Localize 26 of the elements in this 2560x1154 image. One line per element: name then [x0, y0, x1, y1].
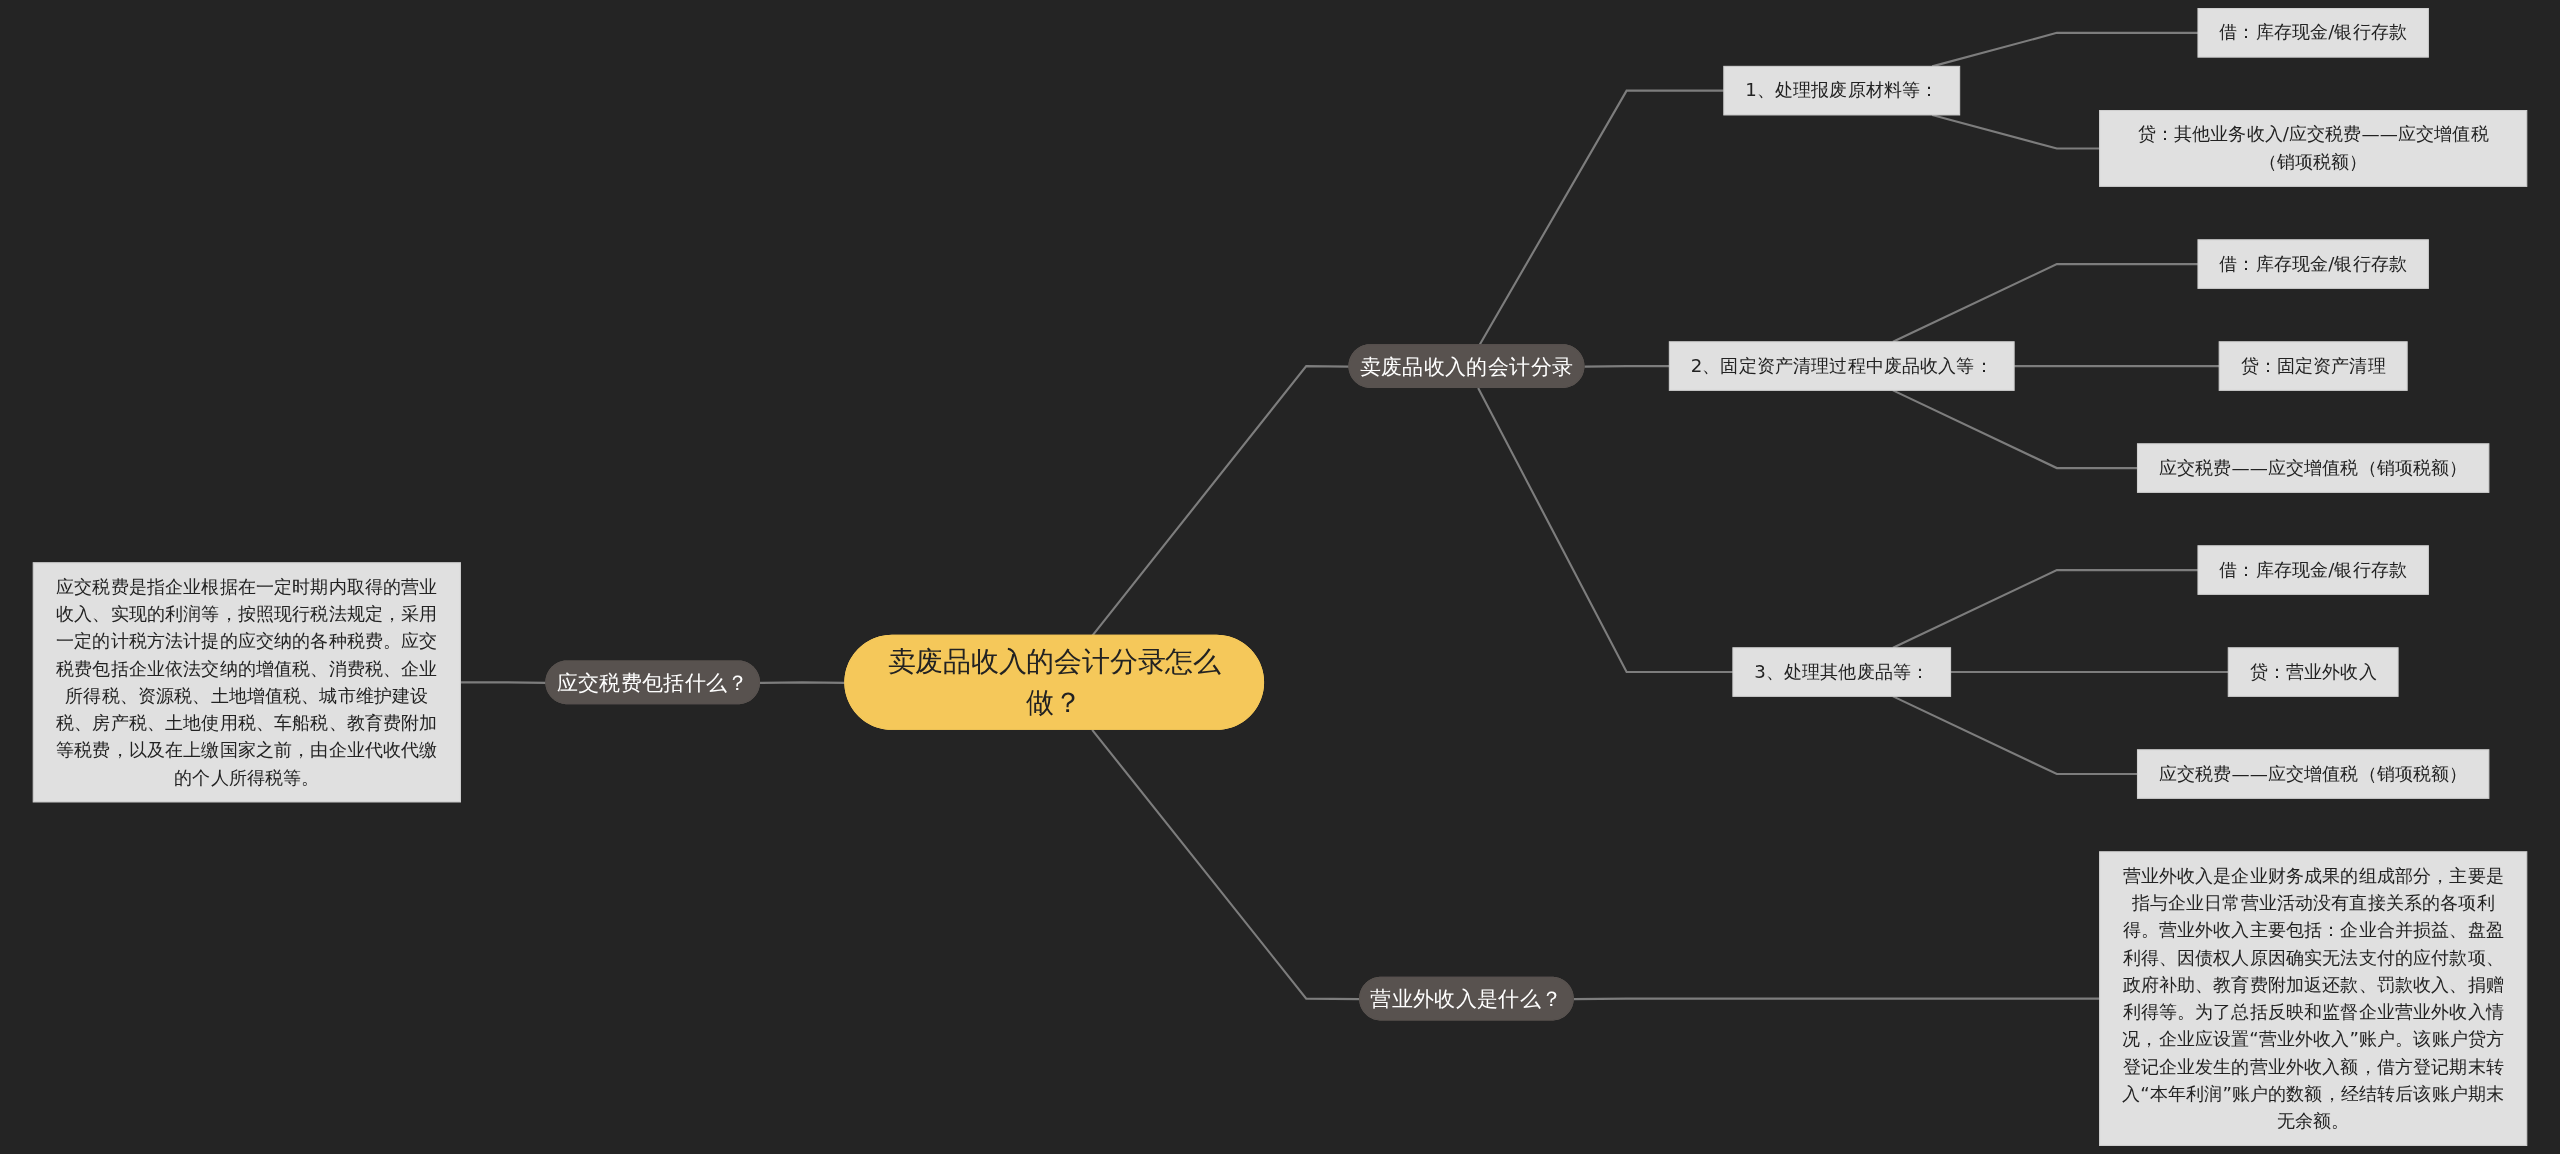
connector [1477, 387, 1733, 674]
connector [1573, 997, 2100, 1001]
node-box [1723, 65, 1961, 116]
node-box [2218, 341, 2408, 391]
node-box [1668, 341, 2015, 391]
connector [1892, 389, 2138, 470]
node-box [2197, 545, 2429, 595]
node-box [2197, 239, 2429, 289]
node-box [2136, 443, 2490, 493]
connector [1478, 89, 1724, 346]
node-box [2136, 749, 2490, 799]
node-box [32, 562, 461, 803]
connector [1892, 695, 2138, 776]
connector [1892, 569, 2198, 649]
node-box [2197, 8, 2429, 58]
connector [1931, 113, 2100, 150]
node-box [2227, 647, 2399, 697]
connector [1584, 365, 1670, 368]
node-box [2099, 851, 2528, 1146]
connector [1931, 31, 2198, 68]
connector [1950, 670, 2229, 674]
connector [1892, 263, 2198, 343]
connector [759, 681, 846, 684]
connector [2014, 365, 2220, 368]
node-box [2099, 110, 2528, 187]
node-box [1732, 647, 1952, 697]
